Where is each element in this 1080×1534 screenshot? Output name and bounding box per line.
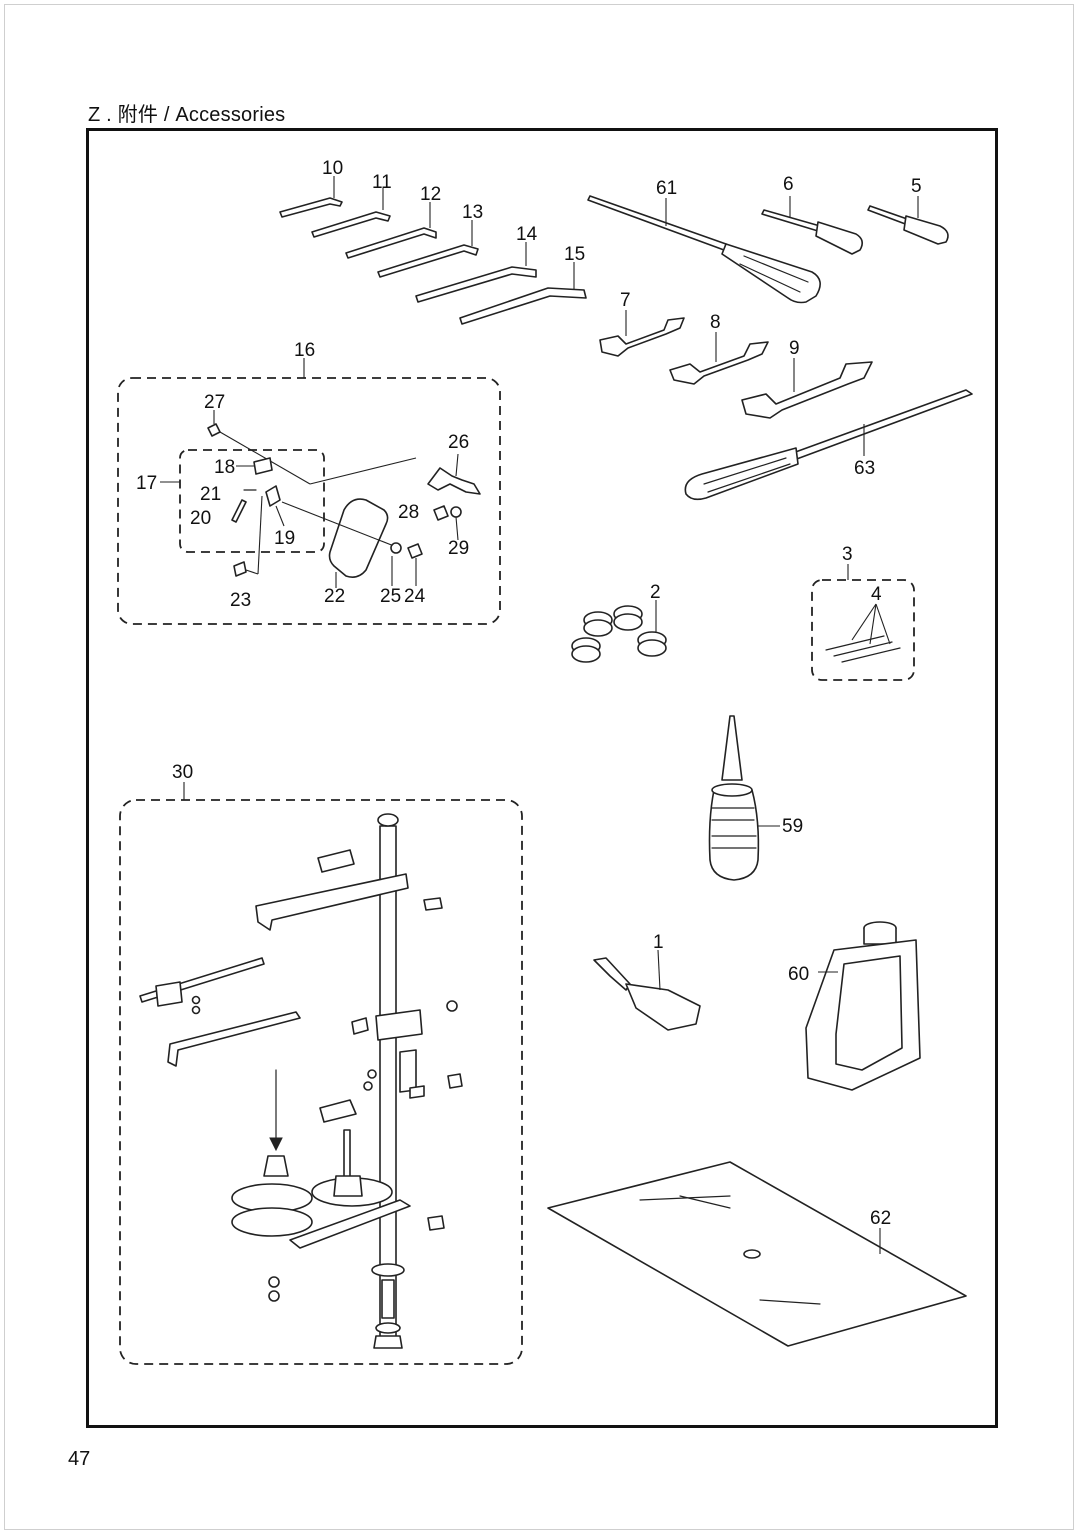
glass-plate (547, 1161, 967, 1347)
label-21: 21 (200, 484, 221, 505)
cleaning-brush (593, 949, 701, 1031)
label-24: 24 (404, 586, 426, 607)
label-10: 10 (322, 158, 343, 179)
label-14: 14 (516, 224, 538, 245)
oil-tank (805, 921, 921, 1091)
label-25: 25 (380, 586, 401, 607)
label-7: 7 (620, 290, 631, 311)
label-22: 22 (324, 586, 345, 607)
part-labels: 10 11 12 13 14 15 61 6 5 7 8 9 63 16 27 … (136, 158, 922, 1229)
label-12: 12 (420, 184, 441, 205)
thread-stand-group-30 (119, 782, 523, 1365)
hex-keys (279, 176, 587, 325)
label-8: 8 (710, 312, 721, 333)
diagram-border (86, 128, 998, 1428)
page-frame (4, 4, 1074, 1530)
label-63: 63 (854, 458, 875, 479)
label-28: 28 (398, 502, 419, 523)
label-19: 19 (274, 528, 295, 549)
screwdrivers (587, 195, 973, 501)
needles-group-3 (811, 564, 915, 681)
label-23: 23 (230, 590, 251, 611)
label-62: 62 (870, 1208, 891, 1229)
label-2: 2 (650, 582, 661, 603)
page-number: 47 (68, 1448, 91, 1470)
page-title: Z . 附件 / Accessories (88, 104, 286, 126)
label-30: 30 (172, 762, 193, 783)
label-15: 15 (564, 244, 585, 265)
label-60: 60 (788, 964, 809, 985)
label-4: 4 (871, 584, 882, 605)
label-13: 13 (462, 202, 483, 223)
wrenches (599, 310, 873, 419)
oiler-bottle (708, 715, 780, 881)
group-16-assembly (117, 358, 501, 625)
label-5: 5 (911, 176, 922, 197)
label-16: 16 (294, 340, 315, 361)
label-20: 20 (190, 508, 211, 529)
label-11: 11 (372, 172, 392, 193)
label-18: 18 (214, 457, 235, 478)
label-26: 26 (448, 432, 469, 453)
label-27: 27 (204, 392, 225, 413)
label-61: 61 (656, 178, 677, 199)
label-29: 29 (448, 538, 469, 559)
label-9: 9 (789, 338, 800, 359)
label-1: 1 (653, 932, 664, 953)
label-59: 59 (782, 816, 803, 837)
label-17: 17 (136, 473, 157, 494)
label-6: 6 (783, 174, 794, 195)
bobbins (571, 600, 667, 663)
label-3: 3 (842, 544, 853, 565)
